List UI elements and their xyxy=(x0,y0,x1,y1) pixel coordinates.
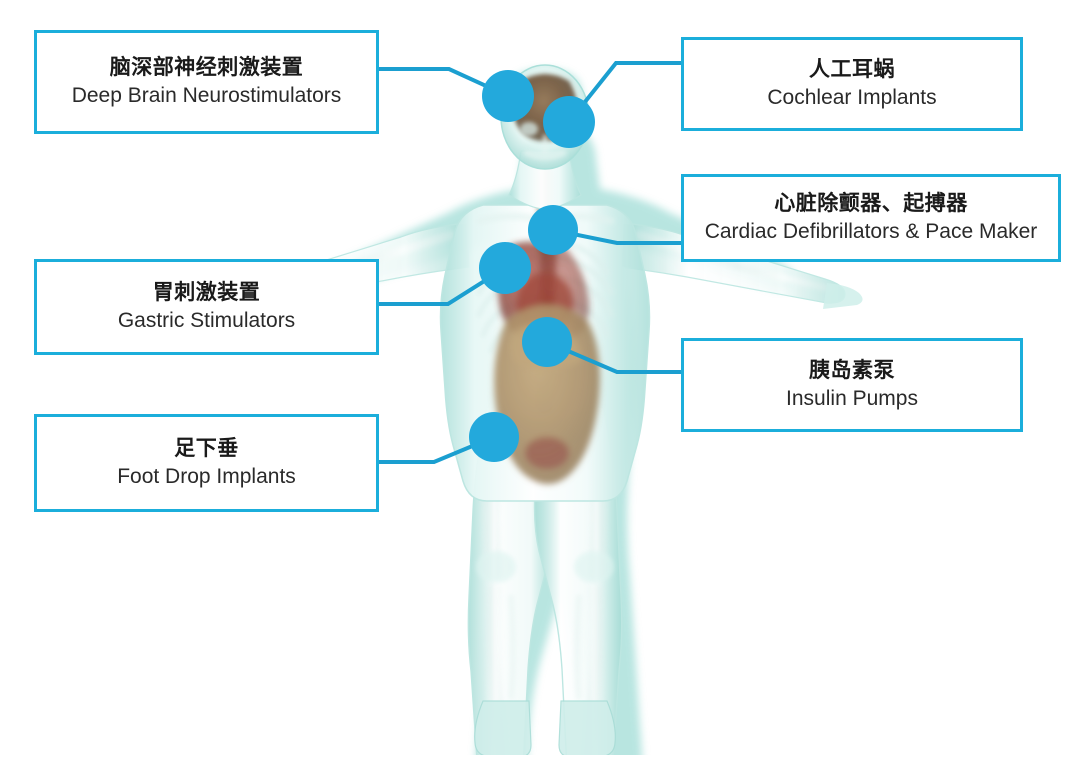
callout-cardiac-defibrillators-pace-maker[interactable]: 心脏除颤器、起搏器 Cardiac Defibrillators & Pace … xyxy=(681,174,1061,262)
callout-label-cn: 胰岛素泵 xyxy=(809,358,895,382)
callout-label-cn: 脑深部神经刺激装置 xyxy=(109,55,304,79)
callout-label-en: Foot Drop Implants xyxy=(117,464,296,488)
callout-deep-brain-neurostimulators[interactable]: 脑深部神经刺激装置 Deep Brain Neurostimulators xyxy=(34,30,379,134)
callout-label-en: Deep Brain Neurostimulators xyxy=(71,83,342,107)
hand-right xyxy=(823,283,863,309)
callout-label-cn: 心脏除颤器、起搏器 xyxy=(774,191,968,215)
knee-left xyxy=(476,551,516,583)
pelvic-organ xyxy=(525,437,569,469)
knee-right xyxy=(574,551,614,583)
foot-left xyxy=(474,700,532,755)
callout-gastric-stimulators[interactable]: 胃刺激装置 Gastric Stimulators xyxy=(34,259,379,355)
foot-right xyxy=(558,700,616,755)
head xyxy=(500,64,590,170)
callout-label-cn: 足下垂 xyxy=(174,436,239,460)
callout-label-en: Gastric Stimulators xyxy=(117,308,296,332)
callout-label-en: Cardiac Defibrillators & Pace Maker xyxy=(704,219,1038,243)
callout-label-cn: 人工耳蜗 xyxy=(809,57,895,81)
callout-label-en: Cochlear Implants xyxy=(767,85,937,109)
callout-label-en: Insulin Pumps xyxy=(786,386,918,410)
callout-cochlear-implants[interactable]: 人工耳蜗 Cochlear Implants xyxy=(681,37,1023,131)
callout-insulin-pumps[interactable]: 胰岛素泵 Insulin Pumps xyxy=(681,338,1023,432)
callout-foot-drop-implants[interactable]: 足下垂 Foot Drop Implants xyxy=(34,414,379,512)
callout-label-cn: 胃刺激装置 xyxy=(152,280,261,304)
